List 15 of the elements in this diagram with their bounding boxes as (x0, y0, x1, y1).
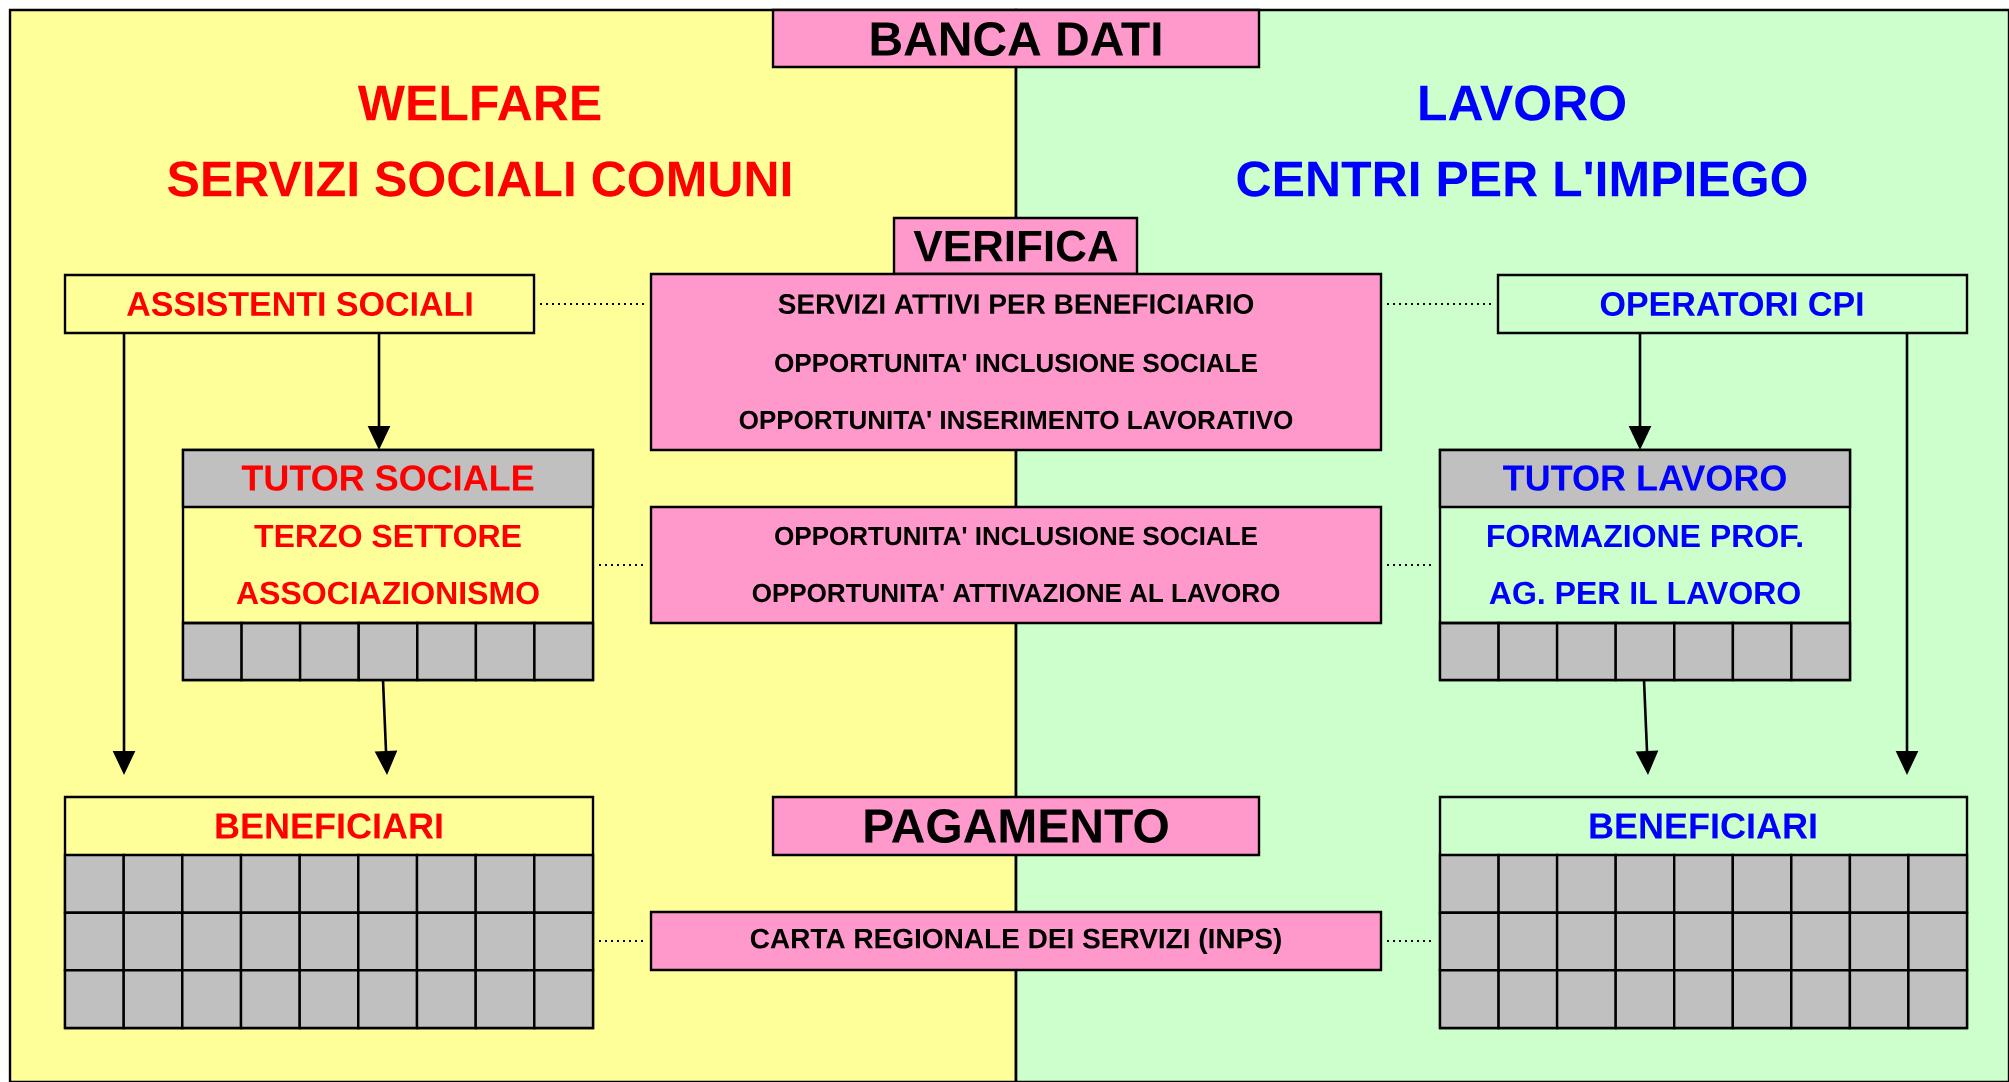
role-box: OPERATORI CPI (1496, 273, 1969, 335)
dotted-connector (1386, 303, 1493, 305)
dotted-connector (539, 303, 646, 305)
beneficiary-table: BENEFICIARI (1438, 795, 1969, 1030)
info-box: OPPORTUNITA' INCLUSIONE SOCIALE OPPORTUNITA' ATTIVAZIONE AL LAVORO (649, 505, 1383, 625)
info-box: CARTA REGIONALE DEI SERVIZI (INPS) (649, 910, 1383, 972)
tutor-table: TUTOR LAVORO FORMAZIONE PROF. AG. PER IL LAVORO (1438, 448, 1852, 682)
title-box: PAGAMENTO (771, 795, 1261, 857)
dotted-connector (598, 940, 646, 942)
title-box: BANCA DATI (771, 8, 1261, 69)
label-box: VERIFICA (892, 216, 1139, 276)
tutor-table: TUTOR SOCIALE TERZO SETTORE ASSOCIAZIONISMO (181, 448, 595, 682)
role-box: ASSISTENTI SOCIALI (63, 273, 536, 335)
dotted-connector (598, 564, 646, 566)
beneficiary-table: BENEFICIARI (63, 795, 595, 1030)
